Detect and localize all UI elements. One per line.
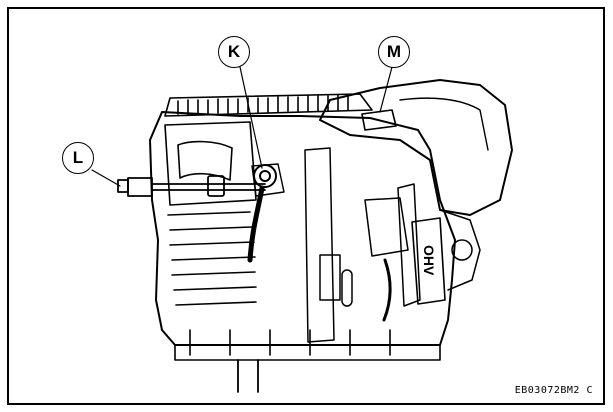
callout-k: K bbox=[218, 36, 250, 68]
ohv-label: OHV bbox=[421, 245, 437, 276]
engine-block-outline bbox=[149, 111, 456, 346]
figure-frame bbox=[7, 7, 605, 405]
carburetor-details bbox=[304, 147, 481, 343]
left-shroud bbox=[164, 121, 257, 306]
breather-tube bbox=[117, 175, 266, 197]
fuel-tank bbox=[319, 79, 513, 216]
ohv-plate: OHV bbox=[411, 217, 446, 305]
valve-assembly bbox=[247, 163, 285, 263]
callout-l: L bbox=[62, 142, 94, 174]
cooling-fins bbox=[164, 93, 373, 117]
callout-m: M bbox=[378, 36, 410, 68]
engine-base bbox=[174, 329, 441, 393]
figure-code: EB03072BM2 C bbox=[514, 385, 593, 396]
leader-lines bbox=[91, 66, 393, 187]
